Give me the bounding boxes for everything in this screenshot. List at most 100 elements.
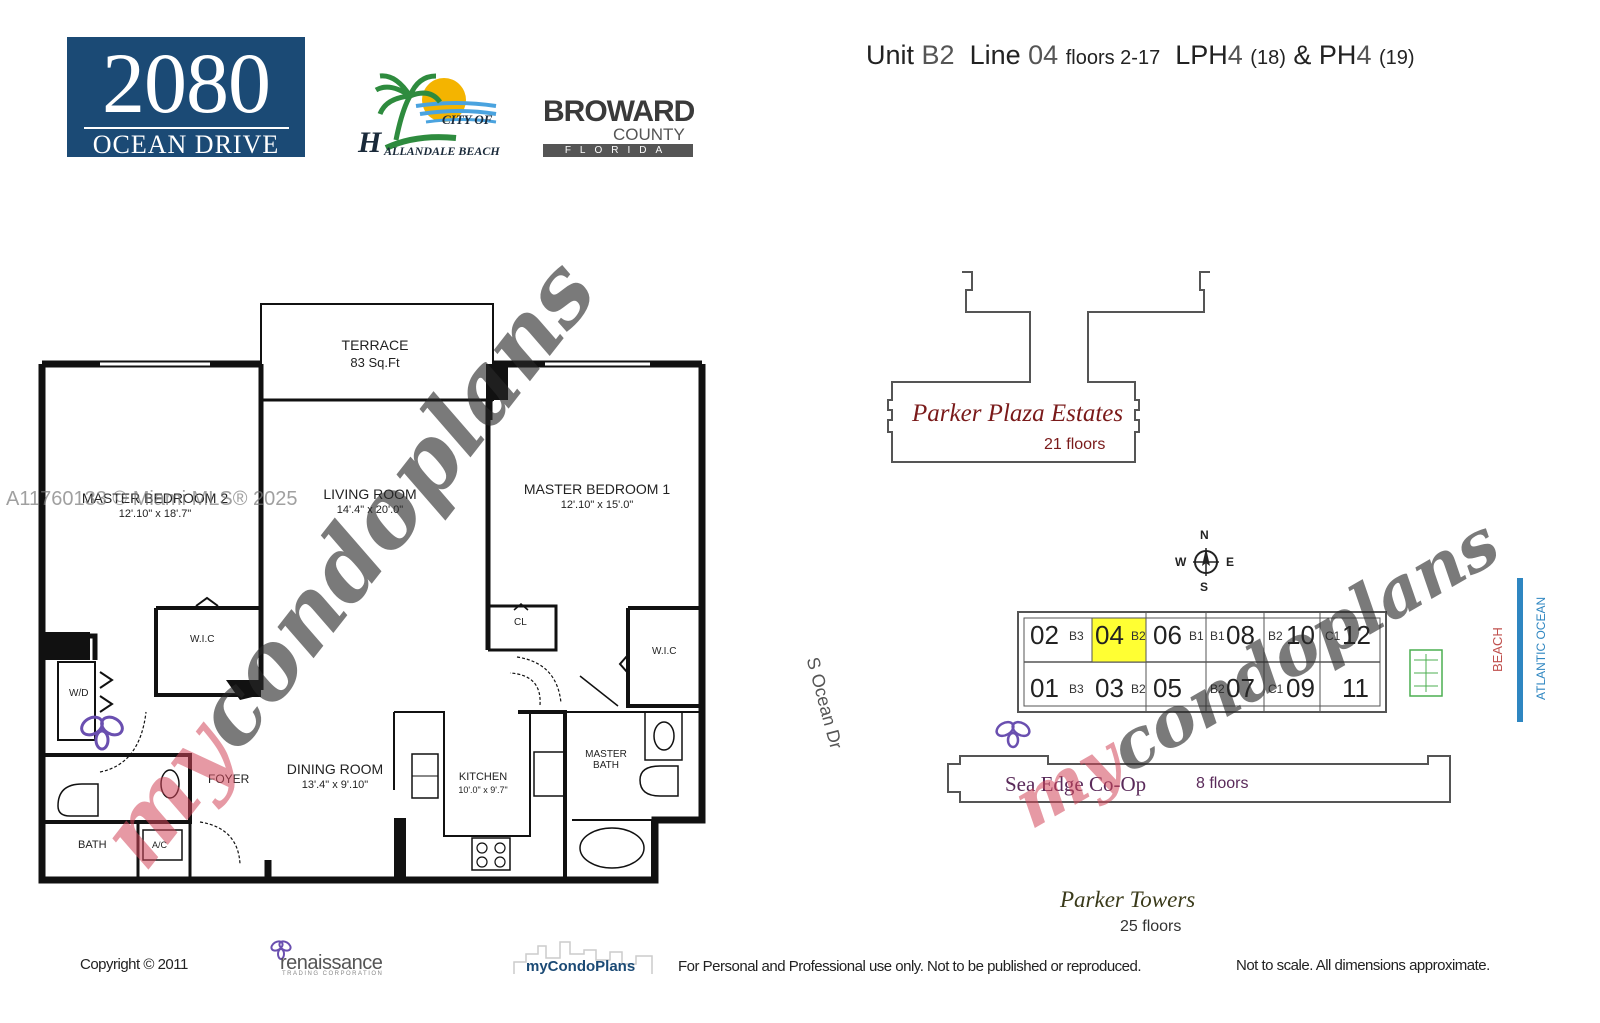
- closet-label: CL: [514, 617, 527, 628]
- kitchen-label: KITCHEN 10'.0" x 9'.7": [448, 771, 518, 795]
- mycondoplans-footer-brand: myCondoPlans: [526, 958, 636, 975]
- master-bedroom-1-dim: 12'.10" x 15'.0": [560, 499, 634, 511]
- ampersand: &: [1293, 40, 1312, 70]
- unit-01-type: B3: [1069, 682, 1084, 696]
- lph-value: 4: [1227, 40, 1243, 70]
- renaissance-logo: renaissance TRADING CORPORATION: [270, 938, 410, 978]
- renaissance-butterfly-icon: [270, 940, 292, 960]
- unit-04-highlight: [1091, 617, 1147, 663]
- unit-04-type: B2: [1131, 629, 1146, 643]
- county-name: BROWARD: [543, 95, 695, 128]
- parker-towers-name: Parker Towers: [1060, 887, 1196, 912]
- copyright-text: Copyright © 2011: [80, 956, 188, 973]
- unit-05: 05: [1153, 673, 1182, 703]
- skyline-icon: [513, 941, 653, 974]
- bathtub-outline: [572, 819, 653, 881]
- atlantic-ocean-label: ATLANTIC OCEAN: [1534, 596, 1548, 700]
- wic-left-label: W.I.C: [190, 634, 215, 645]
- master-bedroom-2-dim: 12'.10" x 18'.7": [118, 508, 192, 520]
- foyer-label: FOYER: [208, 772, 250, 786]
- terrace-label: TERRACE 83 Sq.Ft: [300, 337, 450, 370]
- outer-walls: [38, 360, 706, 884]
- lph-floor: (18): [1250, 47, 1286, 69]
- unit-03: 03: [1095, 673, 1124, 703]
- compass-n: N: [1200, 528, 1209, 542]
- county-word: COUNTY: [613, 125, 685, 144]
- palm-tree-icon: [374, 73, 497, 151]
- terrace-dim: 83 Sq.Ft: [350, 355, 400, 370]
- master-bedroom-2-name: MASTER BEDROOM 2: [81, 490, 229, 506]
- parker-plaza-name: Parker Plaza Estates: [912, 400, 1124, 427]
- floors-label: floors 2-17: [1065, 47, 1161, 69]
- unit-06-type: B1: [1189, 629, 1204, 643]
- sea-edge-outline: [947, 755, 1451, 803]
- unit-07-type: B2: [1210, 682, 1225, 696]
- beach-label: BEACH: [1490, 627, 1505, 672]
- bath-door-swing: [99, 711, 147, 773]
- parker-towers-floors: 25 floors: [1120, 918, 1182, 935]
- mls-watermark: A11760133 © Miami MLS® 2025: [6, 488, 298, 510]
- ph-floor: (19): [1378, 47, 1415, 69]
- windows: [100, 361, 650, 367]
- wic-left-walls: [154, 606, 261, 697]
- kitchen-fridge: [533, 751, 565, 797]
- county-state: FLORIDA: [543, 144, 693, 157]
- pool-icon: [1409, 649, 1443, 697]
- lph-label: LPH: [1175, 40, 1228, 70]
- ph-value: 4: [1356, 40, 1372, 70]
- master-toilet: [639, 765, 679, 797]
- unit-08-type: B1: [1210, 629, 1225, 643]
- master-bath-label: MASTER BATH: [585, 749, 627, 771]
- unit-10-type: B2: [1268, 629, 1283, 643]
- ocean-line: [1517, 578, 1523, 722]
- closet-walls: [488, 604, 558, 652]
- ac-label: A/C: [152, 840, 168, 850]
- unit-03-type: B2: [1131, 682, 1146, 696]
- city-of-text: CITY OF: [442, 112, 493, 127]
- living-room-dim: 14'.4" x 20'.0": [336, 504, 404, 516]
- wic-right-walls: [626, 606, 702, 708]
- dining-room-label: DINING ROOM 13'.4" x 9'.10": [280, 761, 390, 791]
- kitchen-cooktop: [471, 837, 511, 871]
- unit-12: 12: [1342, 620, 1371, 650]
- scale-notice: Not to scale. All dimensions approximate…: [1236, 957, 1490, 974]
- city-logo-letter-h: H: [358, 126, 382, 159]
- entry-door-swing: [199, 821, 241, 865]
- bath-label: BATH: [78, 839, 107, 851]
- sea-edge-floors: 8 floors: [1196, 775, 1249, 792]
- usage-notice: For Personal and Professional use only. …: [678, 958, 1142, 975]
- broward-county-logo: BROWARD COUNTY FLORIDA: [543, 95, 698, 157]
- line-value: 04: [1028, 40, 1059, 70]
- dining-room-dim: 13'.4" x 9'.10": [301, 779, 369, 791]
- master-bath-door: [579, 675, 619, 707]
- logo-2080-ocean-drive: 2080 OCEAN DRIVE: [67, 35, 305, 159]
- renaissance-text: renaissance: [280, 952, 383, 974]
- ph-label: PH: [1318, 40, 1357, 70]
- master-bedroom-1-name: MASTER BEDROOM 1: [523, 481, 671, 497]
- unit-02-type: B3: [1069, 629, 1084, 643]
- logo-rule: [83, 127, 289, 129]
- logo-subtitle: OCEAN DRIVE: [92, 130, 280, 159]
- living-room-name: LIVING ROOM: [323, 486, 417, 502]
- unit-label: Unit: [866, 40, 915, 70]
- kitchen-counter: [394, 711, 531, 837]
- living-room-label: LIVING ROOM 14'.4" x 20'.0": [300, 486, 440, 516]
- master-bedroom-1-label: MASTER BEDROOM 1 12'.10" x 15'.0": [512, 481, 682, 511]
- butterfly-logo-small-icon: [995, 720, 1031, 749]
- solid-wall-blocks: [42, 364, 508, 880]
- sea-edge-name: Sea Edge Co-Op: [1005, 772, 1147, 796]
- closet-door-swing: [516, 656, 562, 704]
- floor-plan-drawing: [38, 303, 706, 884]
- unit-line-heading: Unit B2 Line 04 floors 2-17 LPH4 (18) & …: [866, 40, 1415, 71]
- unit-09: 09: [1286, 673, 1315, 703]
- logo-number: 2080: [102, 35, 271, 131]
- wic-right-label: W.I.C: [652, 646, 677, 657]
- unit-value: B2: [921, 40, 955, 70]
- ac-unit: [142, 829, 183, 861]
- master-sink: [653, 721, 675, 751]
- parker-towers-outline: [1017, 611, 1387, 713]
- butterfly-logo-icon: [80, 715, 124, 751]
- unit-01: 01: [1030, 673, 1059, 703]
- renaissance-sub-text: TRADING CORPORATION: [282, 971, 384, 977]
- compass-w: W: [1175, 555, 1187, 569]
